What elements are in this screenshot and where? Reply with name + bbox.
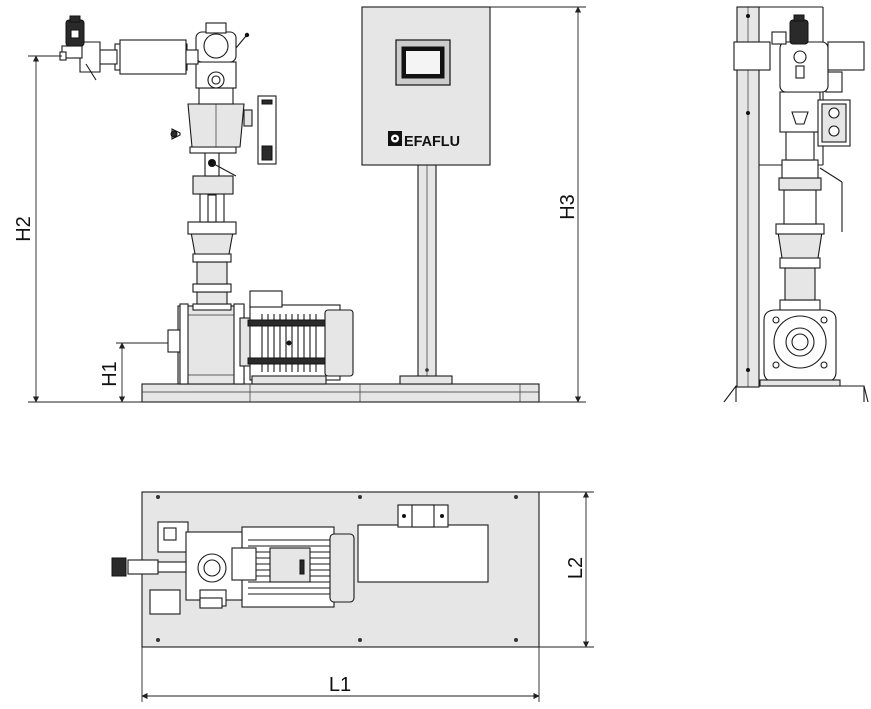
control-panel: EFAFLU xyxy=(361,6,491,166)
dimension-h2: H2 xyxy=(13,55,142,403)
top-view: L1 L2 xyxy=(111,491,594,702)
dimension-h3: H3 xyxy=(490,6,586,403)
dimension-h3-label: H3 xyxy=(557,194,579,220)
dimension-h1-label: H1 xyxy=(99,361,121,387)
dimension-h2-label: H2 xyxy=(13,216,35,242)
efaflu-logo: EFAFLU xyxy=(388,131,460,150)
top-pump-motor xyxy=(241,526,355,608)
dimension-l1: L1 xyxy=(141,647,540,702)
inlet-line xyxy=(59,15,199,81)
side-view xyxy=(723,6,869,403)
discharge-pipe-assembly xyxy=(170,22,277,311)
pump-hydraulic xyxy=(167,303,245,385)
top-hydraulic xyxy=(111,521,257,615)
dimension-l2-label: L2 xyxy=(565,557,587,579)
front-view: EFAFLU xyxy=(13,6,586,403)
dimension-l1-label: L1 xyxy=(329,674,351,696)
base-plate xyxy=(141,383,540,403)
logo-text: EFAFLU xyxy=(404,133,460,150)
side-pipe-assembly xyxy=(771,14,865,311)
panel-support-post xyxy=(399,164,453,385)
pump-motor xyxy=(239,290,354,385)
side-pump-volute xyxy=(759,309,841,387)
dimension-l2: L2 xyxy=(539,491,594,648)
